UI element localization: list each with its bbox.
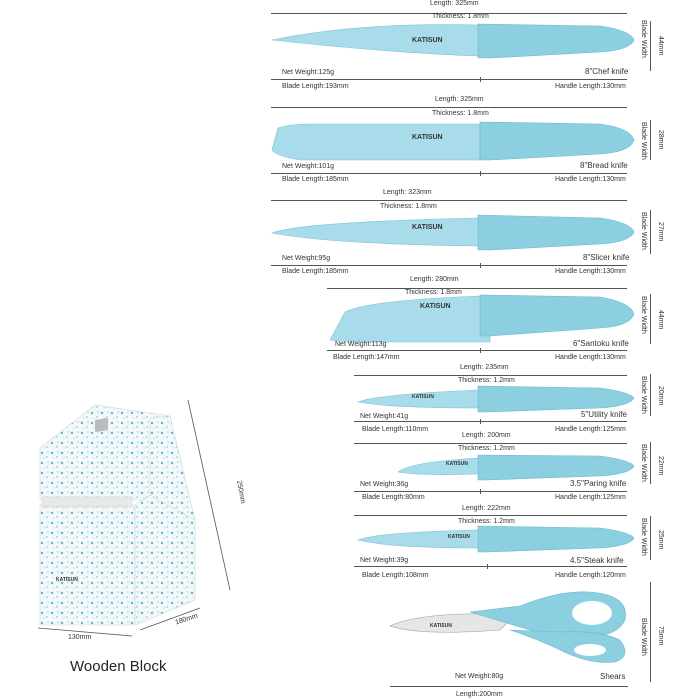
blade-width-value: 27mm (657, 222, 664, 242)
shears-name: Shears (600, 672, 626, 681)
blade-width-label: Blade Width (640, 212, 647, 250)
blade-length: Blade Length:108mm (362, 572, 429, 579)
blade-width-label: Blade Width (640, 518, 647, 556)
shears-width-value: 75mm (657, 626, 664, 646)
block-width: 130mm (68, 634, 92, 641)
blade-length: Blade Length:193mm (282, 83, 349, 90)
blade-width-value: 25mm (657, 530, 664, 550)
knife-length: Length: 325mm (435, 96, 484, 103)
handle-length: Handle Length:130mm (555, 83, 626, 90)
blade-width-value: 28mm (657, 130, 664, 150)
handle-length: Handle Length:130mm (555, 268, 626, 275)
knife-name: 4.5"Steak knife (570, 556, 624, 565)
blade-width-value: 44mm (657, 310, 664, 330)
brand-logo: KATISUN (412, 134, 443, 141)
wooden-block-image (37, 399, 231, 637)
handle-length: Handle Length:120mm (555, 572, 626, 579)
steak-knife-image (356, 525, 635, 553)
blade-length: Blade Length:185mm (282, 176, 349, 183)
knife-thickness: Thickness: 1.8mm (380, 203, 437, 210)
knife-thickness: Thickness: 1.8mm (432, 13, 489, 20)
knife-name: 8"Slicer knife (583, 253, 630, 262)
knife-thickness: Thickness: 1.2mm (458, 445, 515, 452)
knife-name: 3.5"Paring knife (570, 479, 627, 488)
knife-weight: Net Weight:95g (282, 255, 331, 262)
blade-width-value: 44mm (657, 36, 664, 56)
blade-length: Blade Length:80mm (362, 494, 425, 501)
knife-name: 8"Chef knife (585, 67, 629, 76)
knife-weight: Net Weight:125g (282, 69, 335, 76)
chef-knife-image (271, 23, 635, 59)
brand-logo: KATISUN (412, 224, 443, 231)
knife-thickness: Thickness: 1.8mm (432, 110, 489, 117)
handle-length: Handle Length:125mm (555, 426, 626, 433)
blade-width-label: Blade Width (640, 376, 647, 414)
blade-length: Blade Length:185mm (282, 268, 349, 275)
blade-width-value: 22mm (657, 456, 664, 476)
block-height: 250mm (235, 480, 247, 505)
knife-weight: Net Weight:101g (282, 163, 335, 170)
brand-logo: KATISUN (412, 37, 443, 44)
knife-length: Length: 323mm (383, 189, 432, 196)
knife-name: 5"Utility knife (581, 410, 627, 419)
handle-length: Handle Length:125mm (555, 494, 626, 501)
knife-thickness: Thickness: 1.2mm (458, 518, 515, 525)
shears-width-label: Blade Width (640, 618, 647, 656)
blade-length: Blade Length:147mm (333, 354, 400, 361)
knife-length: Length: 235mm (460, 364, 509, 371)
handle-length: Handle Length:130mm (555, 176, 626, 183)
brand-logo: KATISUN (412, 394, 434, 400)
paring-knife-image (397, 454, 635, 481)
handle-length: Handle Length:130mm (555, 354, 626, 361)
brand-logo: KATISUN (446, 461, 468, 467)
block-title: Wooden Block (70, 658, 167, 675)
blade-width-label: Blade Width (640, 122, 647, 160)
blade-width-label: Blade Width (640, 444, 647, 482)
knife-weight: Net Weight:113g (335, 341, 387, 348)
knife-length: Length: 280mm (410, 276, 459, 283)
knife-length: Length: 200mm (462, 432, 511, 439)
knife-name: 6"Santoku knife (573, 339, 629, 348)
knife-weight: Net Weight:41g (360, 413, 409, 420)
knife-length: Length: 325mm (430, 0, 479, 7)
blade-length: Blade Length:110mm (362, 426, 429, 433)
shears-weight: Net Weight:80g (455, 673, 504, 680)
knife-weight: Net Weight:39g (360, 557, 409, 564)
bread-knife-image (271, 121, 635, 161)
blade-width-value: 20mm (657, 386, 664, 406)
shears-length: Length:200mm (456, 691, 503, 698)
brand-logo: KATISUN (448, 534, 470, 540)
knife-length: Length: 222mm (462, 505, 511, 512)
brand-logo: KATISUN (420, 303, 451, 310)
shears-image (389, 591, 626, 663)
slicer-knife-image (270, 214, 635, 251)
block-brand-logo: KATISUN (56, 577, 78, 583)
utility-knife-image (356, 385, 635, 413)
knife-thickness: Thickness: 1.8mm (405, 289, 462, 296)
blade-width-label: Blade Width (640, 296, 647, 334)
blade-width-label: Blade Width (640, 20, 647, 58)
knife-thickness: Thickness: 1.2mm (458, 377, 515, 384)
santoku-knife-image (329, 294, 635, 343)
knife-name: 8"Bread knife (580, 161, 628, 170)
block-depth: 180mm (174, 612, 199, 627)
knife-weight: Net Weight:36g (360, 481, 409, 488)
brand-logo: KATISUN (430, 623, 452, 629)
